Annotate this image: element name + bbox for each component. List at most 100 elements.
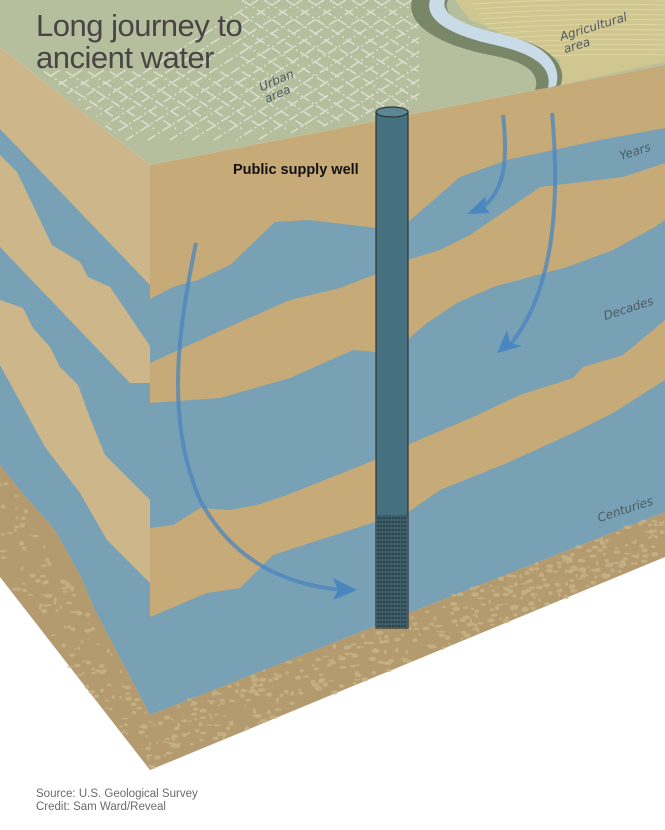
screen-hole	[383, 553, 385, 555]
soil-speck	[378, 636, 382, 640]
credit-text: Credit: Sam Ward/Reveal	[36, 800, 166, 813]
soil-speck	[354, 673, 362, 678]
soil-speck	[82, 660, 86, 663]
soil-speck	[450, 602, 458, 606]
screen-hole	[380, 569, 382, 571]
soil-speck	[338, 656, 347, 661]
grid-line	[125, 0, 347, 141]
soil-speck	[451, 619, 458, 624]
soil-speck	[599, 537, 604, 542]
screen-hole	[398, 617, 400, 619]
soil-speck	[444, 635, 451, 640]
soil-speck	[459, 617, 467, 622]
soil-speck	[235, 689, 239, 694]
screen-hole	[383, 565, 385, 567]
soil-speck	[171, 734, 178, 739]
screen-hole	[395, 533, 397, 535]
screen-hole	[398, 553, 400, 555]
screen-hole	[383, 533, 385, 535]
screen-hole	[383, 517, 385, 519]
soil-speck	[29, 573, 36, 578]
soil-speck	[505, 602, 508, 606]
soil-speck	[199, 716, 207, 719]
soil-speck	[353, 678, 361, 681]
soil-speck	[614, 547, 619, 549]
soil-speck	[318, 679, 324, 684]
agricultural-field	[455, 0, 665, 86]
grid-line	[85, 0, 259, 111]
screen-hole	[401, 581, 403, 583]
soil-speck	[471, 592, 480, 597]
soil-speck	[244, 704, 247, 707]
screen-hole	[386, 537, 388, 539]
left-face-soil	[0, 465, 150, 770]
soil-speck	[371, 670, 377, 675]
soil-speck	[504, 587, 511, 592]
soil-speck	[61, 643, 66, 648]
screen-hole	[386, 625, 388, 627]
soil-speck	[91, 667, 95, 671]
soil-speck	[163, 740, 167, 743]
screen-hole	[395, 541, 397, 543]
soil-speck	[656, 524, 665, 527]
soil-speck	[600, 541, 605, 546]
soil-speck	[18, 541, 25, 546]
soil-speck	[524, 570, 530, 576]
page-title: Long journey to ancient water	[36, 10, 243, 74]
screen-hole	[392, 625, 394, 627]
soil-speck	[259, 683, 264, 687]
soil-speck	[216, 731, 225, 737]
screen-hole	[386, 565, 388, 567]
screen-hole	[377, 533, 379, 535]
soil-speck	[361, 646, 364, 648]
soil-speck	[585, 585, 590, 588]
soil-speck	[188, 720, 192, 723]
screen-hole	[392, 569, 394, 571]
screen-hole	[398, 593, 400, 595]
soil-speck	[474, 609, 480, 614]
soil-speck	[165, 751, 173, 755]
screen-hole	[386, 557, 388, 559]
screen-hole	[380, 597, 382, 599]
screen-hole	[389, 561, 391, 563]
soil-speck	[266, 709, 272, 715]
screen-hole	[383, 521, 385, 523]
screen-hole	[392, 561, 394, 563]
screen-hole	[389, 621, 391, 623]
soil-speck	[29, 533, 32, 536]
screen-hole	[389, 557, 391, 559]
soil-speck	[492, 592, 501, 597]
soil-speck	[258, 677, 267, 682]
screen-hole	[404, 561, 406, 563]
screen-hole	[401, 585, 403, 587]
soil-speck	[219, 698, 226, 702]
soil-speck	[294, 676, 302, 680]
soil-speck	[508, 585, 514, 588]
soil-speck	[121, 684, 124, 688]
screen-hole	[395, 585, 397, 587]
screen-hole	[383, 589, 385, 591]
soil-speck	[20, 566, 24, 570]
field-row	[475, 4, 665, 10]
grid-line	[241, 70, 326, 127]
screen-hole	[380, 573, 382, 575]
screen-hole	[395, 549, 397, 551]
soil-speck	[0, 533, 6, 536]
soil-speck	[181, 733, 190, 736]
soil-speck	[488, 584, 492, 587]
soil-speck	[61, 587, 68, 590]
screen-hole	[395, 621, 397, 623]
screen-hole	[383, 617, 385, 619]
screen-hole	[401, 557, 403, 559]
soil-speck	[428, 622, 435, 626]
soil-speck	[276, 697, 280, 702]
soil-speck	[125, 696, 132, 701]
soil-speck	[600, 573, 609, 578]
screen-hole	[377, 581, 379, 583]
screen-hole	[380, 609, 382, 611]
grid-line	[235, 22, 420, 141]
soil-speck	[363, 641, 369, 644]
soil-speck	[298, 658, 302, 662]
screen-hole	[398, 569, 400, 571]
soil-speck	[62, 590, 69, 593]
